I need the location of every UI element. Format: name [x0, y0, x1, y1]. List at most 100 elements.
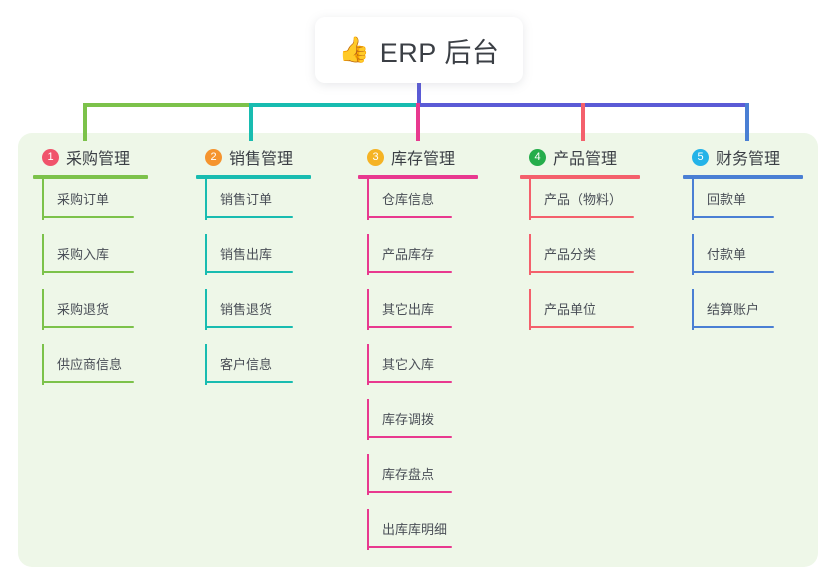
branch-header-2[interactable]: 2 销售管理 — [196, 146, 311, 168]
branch-item-spine — [205, 289, 207, 330]
branch-item-rule — [367, 436, 452, 438]
branch-item-rule — [367, 216, 452, 218]
branch-item-label: 结算账户 — [707, 302, 760, 317]
branch-item-label: 销售退货 — [220, 302, 273, 317]
branch-item-label: 销售订单 — [220, 192, 273, 207]
branch-item[interactable]: 供应商信息 — [33, 344, 148, 399]
branch-item-spine — [529, 289, 531, 330]
branch-item-spine — [692, 234, 694, 275]
branch-item-label: 库存调拨 — [382, 412, 435, 427]
root-title: ERP 后台 — [379, 37, 500, 68]
branch-column-5: 5 财务管理回款单付款单结算账户 — [683, 146, 803, 344]
branch-number-badge: 2 — [205, 148, 222, 166]
branch-item-rule — [529, 271, 634, 273]
branch-item[interactable]: 采购退货 — [33, 289, 148, 344]
branch-item[interactable]: 客户信息 — [196, 344, 311, 399]
branch-header-rule — [196, 175, 311, 179]
branch-item-label: 库存盘点 — [382, 467, 435, 482]
branch-item-rule — [529, 326, 634, 328]
branch-item-rule — [692, 216, 774, 218]
branch-item-rule — [205, 381, 293, 383]
branch-item-rule — [367, 326, 452, 328]
branch-item-label: 产品分类 — [544, 247, 597, 262]
branch-item[interactable]: 库存盘点 — [358, 454, 478, 509]
branch-number-badge: 5 — [692, 148, 709, 166]
branch-item[interactable]: 销售订单 — [196, 179, 311, 234]
branch-item-spine — [529, 179, 531, 220]
branch-item-rule — [42, 216, 134, 218]
branch-item[interactable]: 其它入库 — [358, 344, 478, 399]
branch-item-label: 采购入库 — [57, 247, 110, 262]
branch-item-rule — [42, 271, 134, 273]
branch-item-label: 产品（物料） — [544, 192, 623, 207]
branch-item[interactable]: 销售出库 — [196, 234, 311, 289]
branch-item-rule — [692, 271, 774, 273]
branch-item-spine — [692, 179, 694, 220]
branch-title: 库存管理 — [391, 151, 456, 168]
branch-item-spine — [367, 454, 369, 495]
branch-item-rule — [42, 326, 134, 328]
branch-item[interactable]: 产品分类 — [520, 234, 640, 289]
branch-title: 采购管理 — [66, 151, 131, 168]
branch-item[interactable]: 产品库存 — [358, 234, 478, 289]
branch-item-spine — [692, 289, 694, 330]
branch-item-label: 供应商信息 — [57, 357, 123, 372]
branch-item-spine — [367, 179, 369, 220]
branch-title: 销售管理 — [229, 151, 294, 168]
branch-item-spine — [205, 344, 207, 385]
branch-item-spine — [42, 344, 44, 385]
branch-item[interactable]: 采购入库 — [33, 234, 148, 289]
branch-item-rule — [205, 271, 293, 273]
branch-item-label: 采购退货 — [57, 302, 110, 317]
branch-item-spine — [367, 234, 369, 275]
branch-item[interactable]: 其它出库 — [358, 289, 478, 344]
branch-item-label: 回款单 — [707, 192, 747, 207]
branch-item-rule — [367, 546, 452, 548]
branch-number-badge: 4 — [529, 148, 546, 166]
branch-item-label: 采购订单 — [57, 192, 110, 207]
branch-item-rule — [205, 216, 293, 218]
branch-item-label: 其它出库 — [382, 302, 435, 317]
branch-item-spine — [205, 179, 207, 220]
branch-item-spine — [205, 234, 207, 275]
branch-header-5[interactable]: 5 财务管理 — [683, 146, 803, 168]
branch-item[interactable]: 采购订单 — [33, 179, 148, 234]
thumbs-up-icon: 👍 — [338, 35, 370, 64]
branch-item-rule — [367, 491, 452, 493]
branch-header-rule — [520, 175, 640, 179]
branch-header-rule — [33, 175, 148, 179]
branch-item[interactable]: 付款单 — [683, 234, 803, 289]
branch-item-spine — [42, 234, 44, 275]
branch-title: 财务管理 — [716, 151, 781, 168]
branch-item-label: 产品库存 — [382, 247, 435, 262]
branch-item-spine — [529, 234, 531, 275]
branch-item[interactable]: 产品单位 — [520, 289, 640, 344]
branch-item-rule — [529, 216, 634, 218]
branch-item[interactable]: 销售退货 — [196, 289, 311, 344]
branch-item-spine — [367, 344, 369, 385]
branch-item[interactable]: 库存调拨 — [358, 399, 478, 454]
branch-item-spine — [367, 509, 369, 550]
branch-item[interactable]: 仓库信息 — [358, 179, 478, 234]
branch-header-rule — [683, 175, 803, 179]
branch-item[interactable]: 回款单 — [683, 179, 803, 234]
root-node[interactable]: 👍 ERP 后台 — [315, 17, 523, 83]
branch-item-rule — [367, 271, 452, 273]
branch-item-label: 客户信息 — [220, 357, 273, 372]
branch-item-rule — [205, 326, 293, 328]
branch-column-2: 2 销售管理销售订单销售出库销售退货客户信息 — [196, 146, 311, 399]
branch-item-rule — [367, 381, 452, 383]
branch-item[interactable]: 出库库明细 — [358, 509, 478, 564]
branch-item[interactable]: 产品（物料） — [520, 179, 640, 234]
branch-item-label: 其它入库 — [382, 357, 435, 372]
branch-item-spine — [367, 399, 369, 440]
branch-item-label: 产品单位 — [544, 302, 597, 317]
branch-item[interactable]: 结算账户 — [683, 289, 803, 344]
branch-item-spine — [42, 289, 44, 330]
